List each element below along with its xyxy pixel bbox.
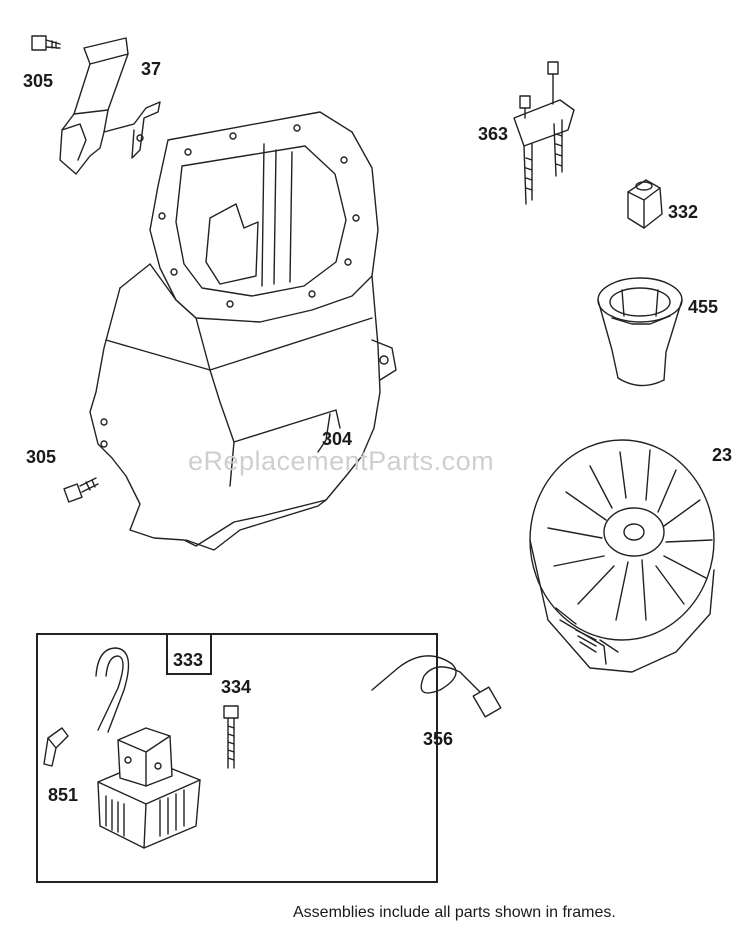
ignition-coil-333 <box>95 647 201 849</box>
part-label-332[interactable]: 332 <box>668 202 699 222</box>
blower-housing-304 <box>89 111 397 551</box>
part-label-305-mid[interactable]: 305 <box>26 447 57 467</box>
bolt-305-mid <box>63 477 99 503</box>
part-label-455[interactable]: 455 <box>688 297 719 317</box>
cup-455 <box>597 277 683 387</box>
nut-332 <box>627 179 663 229</box>
footer-note: Assemblies include all parts shown in fr… <box>293 904 616 921</box>
part-label-363[interactable]: 363 <box>478 124 509 144</box>
wire-356 <box>371 655 502 718</box>
part-label-23[interactable]: 23 <box>712 445 733 465</box>
screw-334 <box>223 705 239 769</box>
part-label-37[interactable]: 37 <box>141 59 162 79</box>
part-label-334[interactable]: 334 <box>221 677 252 697</box>
watermark: eReplacementParts.com <box>188 446 495 476</box>
baffle-37 <box>59 37 161 175</box>
part-label-304[interactable]: 304 <box>322 429 353 449</box>
connector-851 <box>43 727 69 767</box>
assembly-label-box <box>166 633 212 675</box>
flywheel-23 <box>529 439 715 673</box>
part-label-356[interactable]: 356 <box>423 729 454 749</box>
part-label-305-top[interactable]: 305 <box>23 71 54 91</box>
bracket-363 <box>513 61 575 205</box>
assembly-frame <box>36 633 438 883</box>
part-label-851[interactable]: 851 <box>48 785 79 805</box>
part-label-333[interactable]: 333 <box>173 650 204 670</box>
bolt-305-top <box>31 35 61 51</box>
